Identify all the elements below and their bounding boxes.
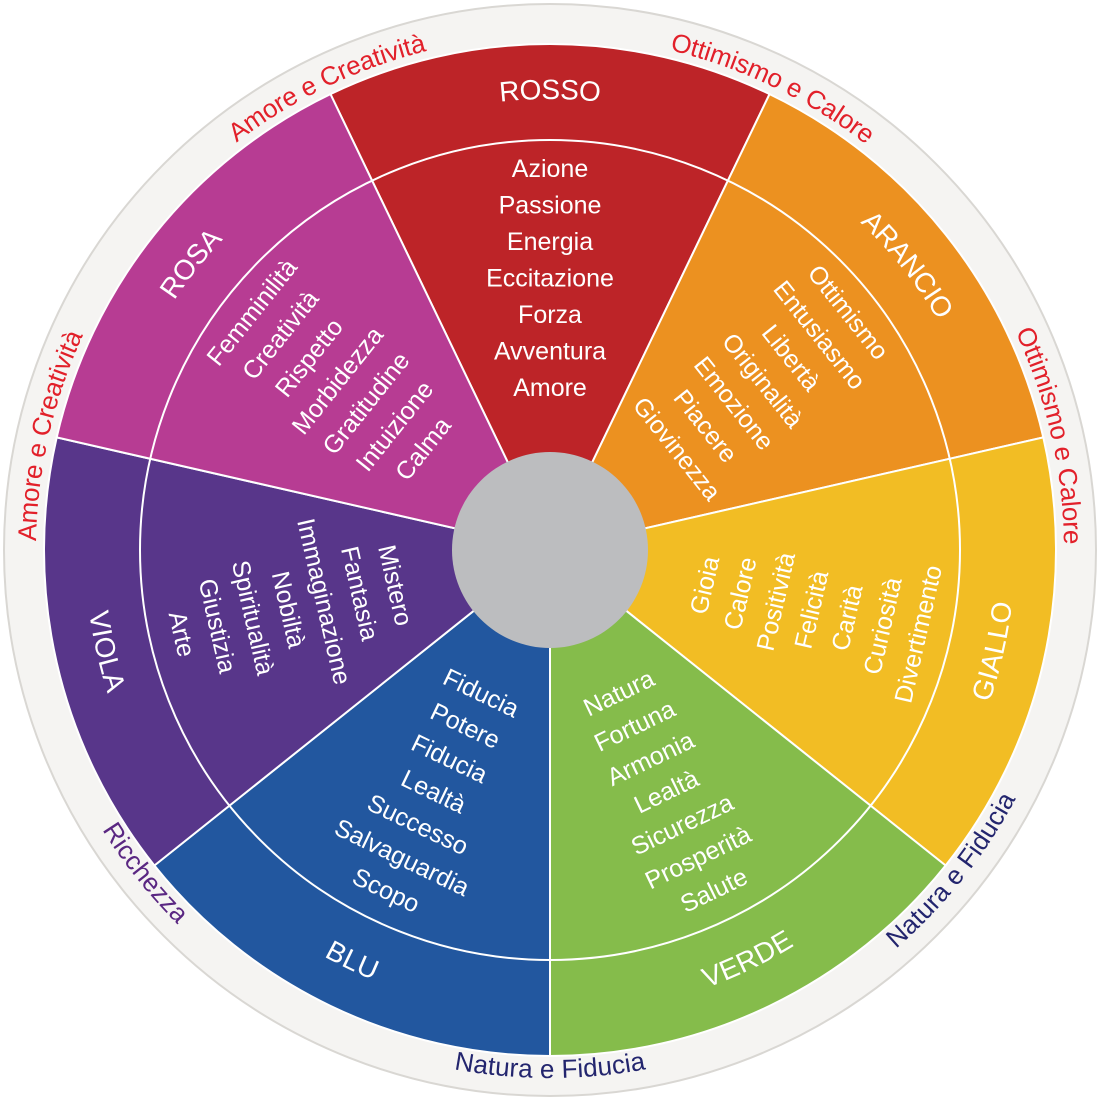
segment-words-rosso: AzionePassioneEnergiaEccitazioneForzaAvv… — [486, 155, 614, 402]
segment-word: Amore — [513, 374, 587, 402]
segments-layer — [43, 43, 1057, 1058]
segment-rosso — [329, 43, 771, 553]
segment-rosa — [55, 92, 552, 552]
segment-word: Avventura — [494, 338, 606, 366]
segment-giallo — [547, 436, 1057, 867]
segment-word: Energia — [507, 228, 593, 256]
inner-divider-ring — [139, 139, 961, 961]
center-hub — [452, 452, 648, 648]
segment-word: Azione — [512, 155, 588, 183]
segment-word: Passione — [499, 192, 602, 220]
segment-word: Forza — [518, 301, 582, 329]
segment-blu — [152, 547, 551, 1058]
segment-viola — [43, 436, 553, 867]
segment-arancio — [548, 92, 1045, 552]
segment-word: Eccitazione — [486, 265, 614, 293]
segment-verde — [549, 547, 948, 1058]
segment-name-rosso: ROSSO — [498, 74, 602, 108]
